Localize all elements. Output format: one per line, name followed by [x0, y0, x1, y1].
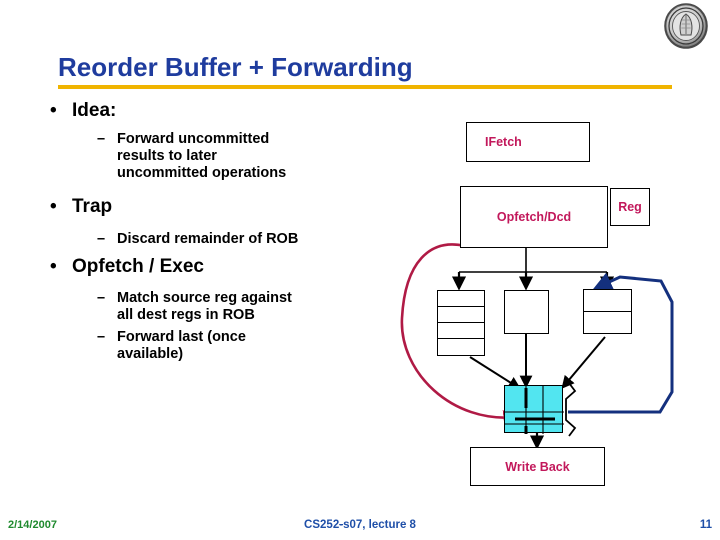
footer-course-dash: - [339, 519, 344, 531]
sub-bullet-idea-1: – Forward uncommitted results to later u… [97, 131, 287, 182]
rob-right-brace [565, 382, 577, 437]
sub-bullet-trap-1: – Discard remainder of ROB [97, 231, 299, 248]
sub-bullet-match-line1: Match source reg against [117, 290, 292, 306]
reg-box[interactable]: Reg [610, 188, 650, 226]
bullet-opfetch-exec: • Opfetch / Exec [50, 256, 204, 278]
bullet-trap: • Trap [50, 196, 112, 218]
exec-unit-right-box[interactable] [583, 289, 632, 334]
sub-bullet-dash-icon: – [97, 329, 106, 345]
ifetch-label: IFetch [485, 135, 522, 149]
sub-bullet-idea-line2: results to later [117, 148, 217, 164]
bullet-idea: • Idea: [50, 100, 116, 122]
sub-bullet-match-regs: – Match source reg against all dest regs… [97, 290, 292, 324]
exec-right-divider-1 [584, 311, 631, 312]
slide-title: Reorder Buffer + Forwarding [58, 52, 413, 82]
footer-date: 2/14/2007 [8, 519, 57, 531]
sub-bullet-forward-line2: available) [117, 346, 184, 362]
reorder-buffer-box[interactable] [504, 385, 564, 434]
sub-bullet-trap-line1: Discard remainder of ROB [117, 231, 299, 247]
bullet-dot-icon: • [50, 256, 57, 277]
reg-label: Reg [618, 200, 642, 214]
exec-left-to-rob-arrow [469, 356, 522, 390]
exec-unit-left-box[interactable] [437, 290, 485, 356]
sub-bullet-forward-line1: Forward last (once [117, 329, 246, 345]
opfetch-dcd-label: Opfetch/Dcd [496, 210, 572, 224]
exec-left-divider-1 [438, 306, 484, 307]
exec-left-divider-3 [438, 338, 484, 339]
footer-course-label: CS252-s07, lecture 8 [0, 519, 720, 531]
bullet-opfetch-exec-label: Opfetch / Exec [72, 256, 204, 277]
bullet-idea-label: Idea: [72, 100, 117, 121]
write-back-label: Write Back [505, 459, 570, 474]
bullet-trap-label: Trap [72, 196, 113, 217]
sub-bullet-dash-icon: – [97, 131, 106, 147]
exec-left-divider-2 [438, 322, 484, 323]
rob-internal-grid [505, 386, 564, 434]
sub-bullet-dash-icon: – [97, 290, 106, 306]
exec-right-to-rob-arrow [561, 336, 606, 389]
bullet-dot-icon: • [50, 100, 57, 121]
sub-bullet-match-line2: all dest regs in ROB [117, 307, 255, 323]
sub-bullet-dash-icon: – [97, 231, 106, 247]
bullet-dot-icon: • [50, 196, 57, 217]
sub-bullet-idea-line3: uncommitted operations [117, 165, 287, 181]
opfetch-dcd-box[interactable]: Opfetch/Dcd [460, 186, 608, 248]
footer-page-number: 11 [699, 519, 712, 531]
footer-course-suffix: s07, lecture 8 [343, 519, 416, 531]
write-back-box[interactable]: Write Back [470, 447, 605, 486]
sub-bullet-idea-line1: Forward uncommitted [117, 131, 270, 147]
university-seal-logo [663, 3, 709, 49]
seal-icon [664, 3, 708, 49]
footer-course-prefix: CS252 [304, 519, 340, 531]
ifetch-box[interactable]: IFetch [466, 122, 590, 162]
exec-unit-middle-box[interactable] [504, 290, 549, 334]
title-underline-rule [58, 85, 672, 89]
sub-bullet-forward-last: – Forward last (once available) [97, 329, 246, 363]
